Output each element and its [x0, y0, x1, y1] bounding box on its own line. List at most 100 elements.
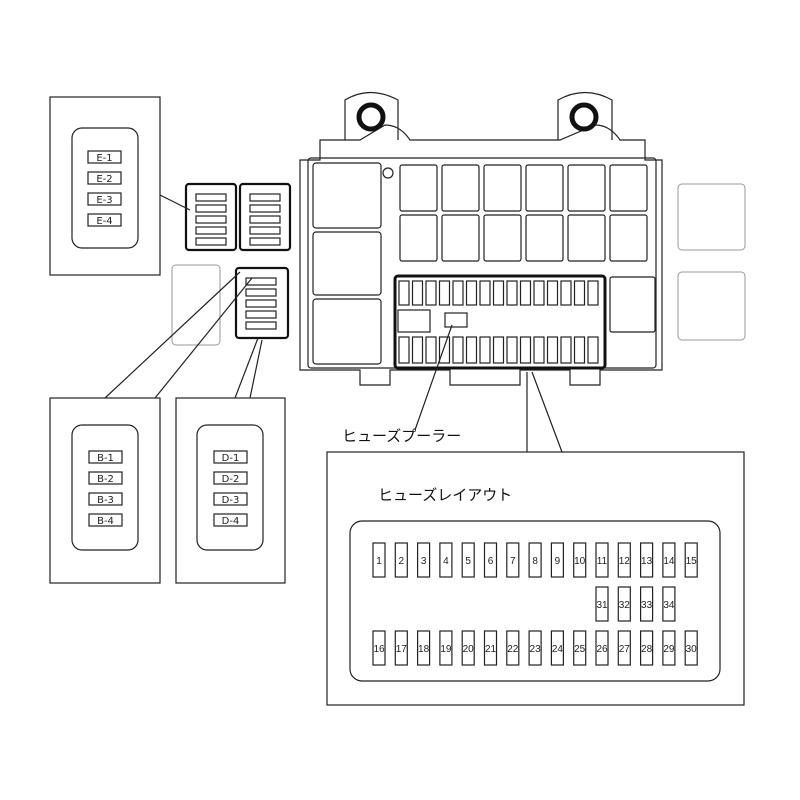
fuse-number: 23: [530, 644, 542, 655]
fuse: [439, 630, 453, 666]
fuse-slot: [506, 280, 518, 306]
fuse-slot: [492, 280, 505, 306]
fuse-slot: [452, 336, 464, 364]
connector-label-E: E-4: [96, 216, 112, 227]
connector-label-B-box: [88, 450, 123, 464]
fuse: [528, 630, 542, 666]
connector-label-D-box: [213, 513, 248, 527]
fuse-number: 27: [619, 644, 631, 655]
fuse: [573, 542, 587, 578]
fuse-slot: [573, 336, 586, 364]
fuse-slot: [411, 336, 424, 364]
callout-box-E: [49, 96, 161, 276]
connector-label-D-box: [213, 450, 248, 464]
fuse-number: 29: [663, 644, 675, 655]
connector-D: [234, 266, 290, 340]
fuse: [617, 542, 631, 578]
connector-pin: [195, 204, 227, 213]
fuse: [639, 630, 654, 666]
relay: [399, 214, 438, 262]
fuse-slot: [411, 280, 424, 306]
fuse: [662, 542, 676, 578]
connector-label-E: E-2: [96, 174, 112, 185]
connector-pin: [245, 277, 277, 286]
fuse-slot: [425, 336, 437, 364]
fuse-number: 14: [663, 556, 675, 567]
fuse-slot: [438, 280, 451, 306]
callout-box-D: [175, 397, 286, 584]
connector-pin: [195, 215, 227, 224]
fuse-slot: [533, 336, 545, 364]
connector-pin: [245, 299, 277, 308]
fuse-number: 3: [421, 556, 427, 567]
connector-pin: [245, 310, 277, 319]
connector-label-B-box: [88, 513, 123, 527]
fuse-number: 19: [440, 644, 452, 655]
connector-label-B: B-3: [97, 495, 114, 506]
fuse-box-body: [299, 91, 663, 386]
fuse: [394, 542, 408, 578]
relay-grid: [399, 164, 648, 262]
fuse-slot: [479, 336, 491, 364]
fuse-number: 18: [418, 644, 430, 655]
connector-pin: [195, 237, 227, 246]
fuse: [506, 630, 520, 666]
connector-label-D-box: [213, 471, 248, 485]
connector-pin: [195, 193, 227, 202]
connector-label-E-box: [87, 213, 122, 227]
fuse: [595, 586, 609, 622]
fuse: [550, 542, 565, 578]
connector-pin: [249, 237, 281, 246]
fuse-slot: [398, 280, 410, 306]
fuse: [483, 542, 498, 578]
fuse: [461, 542, 475, 578]
fuse-number: 10: [574, 556, 586, 567]
fuse: [372, 630, 386, 666]
fuse-slot: [519, 280, 532, 306]
connector-label-D-box: [213, 492, 248, 506]
connector-E: [184, 182, 292, 330]
fuse-number: 31: [596, 600, 608, 611]
fuse-slot: [479, 280, 491, 306]
fuse-number: 15: [686, 556, 698, 567]
fuse-slot: [425, 280, 437, 306]
leader-lines: [104, 194, 563, 453]
fuse-number: 22: [507, 644, 519, 655]
fuse-number: 7: [510, 556, 516, 567]
fuse-slot: [587, 280, 599, 306]
fuse-number: 28: [641, 644, 653, 655]
fuse: [617, 630, 631, 666]
fuse: [483, 630, 498, 666]
fuse: [550, 630, 565, 666]
fuse-slot: [587, 336, 599, 364]
connector-pin: [249, 226, 281, 235]
connector-label-B-box: [88, 492, 123, 506]
connector-label-B: B-1: [97, 453, 114, 464]
fuse-number: 20: [463, 644, 475, 655]
fuse: [684, 630, 698, 666]
fuse-slot: [492, 336, 505, 364]
fuse-slot: [438, 336, 451, 364]
fuse: [528, 542, 542, 578]
fuse-layout-title: ヒューズレイアウト: [378, 486, 512, 504]
fuse: [372, 542, 386, 578]
fuse: [595, 542, 609, 578]
fuse: [506, 542, 520, 578]
fuse: [639, 586, 654, 622]
fuse-number: 2: [399, 556, 405, 567]
fuse-panel: [393, 274, 656, 370]
fuse-puller: [444, 312, 468, 328]
connector-label-D: D-4: [222, 516, 240, 527]
connector-label-B-box: [88, 471, 123, 485]
connector-label-E: E-3: [96, 195, 112, 206]
fuse-number: 1: [376, 556, 382, 567]
fuse-number: 32: [619, 600, 631, 611]
fuse-number: 5: [465, 556, 471, 567]
connector-label-D: D-2: [222, 474, 240, 485]
fuse-number: 9: [555, 556, 561, 567]
fuse-number: 8: [532, 556, 538, 567]
fuse: [617, 586, 631, 622]
fuse: [595, 630, 609, 666]
fuse-number: 12: [619, 556, 631, 567]
